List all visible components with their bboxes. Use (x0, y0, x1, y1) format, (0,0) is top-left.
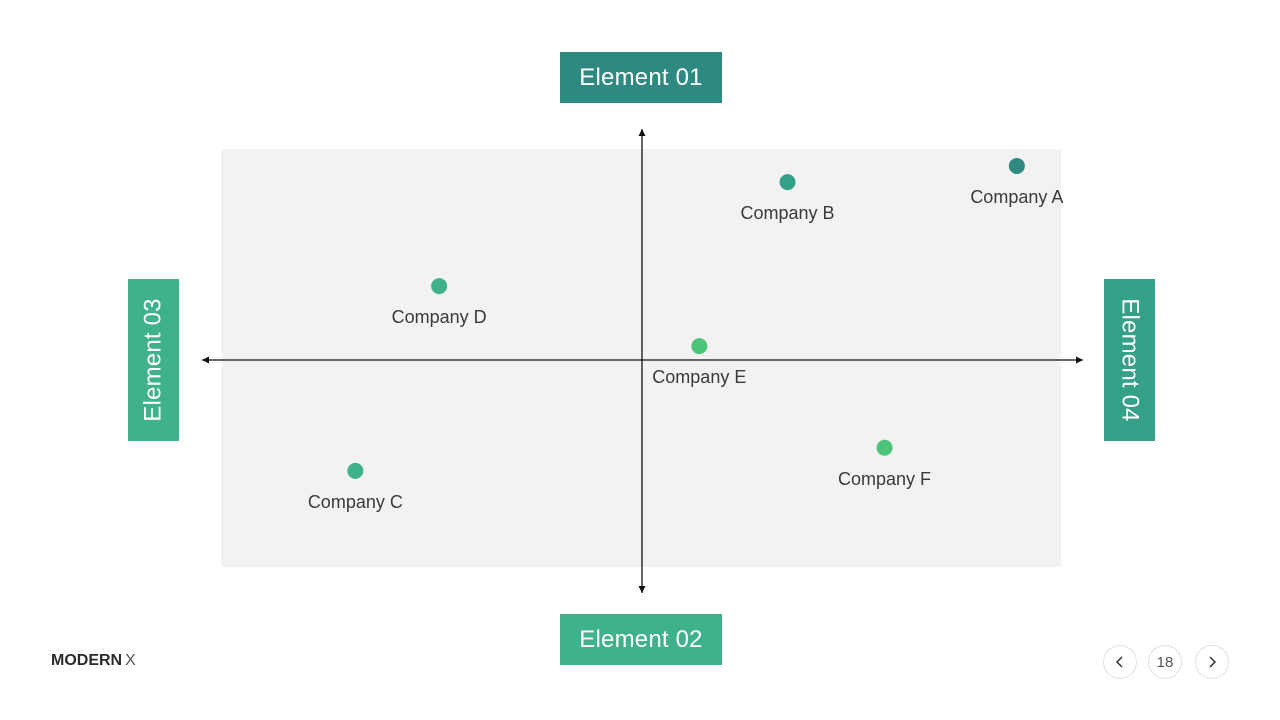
data-label-company-a: Company A (970, 187, 1063, 207)
right-arrowhead (1076, 356, 1083, 364)
data-label-company-b: Company B (741, 203, 835, 223)
element-02-label: Element 02 (560, 614, 722, 665)
points-layer: Company A Company B Company C Company D Comp… (308, 157, 1063, 512)
element-01-label: Element 01 (560, 52, 722, 103)
data-label-company-f: Company F (838, 469, 931, 489)
data-label-company-d: Company D (392, 307, 487, 327)
page-number: 18 (1148, 645, 1182, 679)
data-point-company-e (691, 338, 708, 355)
chevron-right-icon (1209, 656, 1217, 668)
top-arrowhead (638, 129, 646, 136)
quadrant-background (221, 149, 1061, 567)
element-03-label: Element 03 (128, 279, 179, 441)
next-slide-button[interactable] (1195, 645, 1229, 679)
element-04-label: Element 04 (1104, 279, 1155, 441)
data-point-company-a (1008, 157, 1025, 174)
data-label-company-c: Company C (308, 492, 403, 512)
left-arrowhead (202, 356, 209, 364)
y-axis (638, 129, 646, 593)
prev-slide-button[interactable] (1103, 645, 1137, 679)
chevron-left-icon (1115, 656, 1123, 668)
data-point-company-d (431, 278, 448, 295)
data-label-company-e: Company E (652, 367, 746, 387)
data-point-company-f (876, 439, 893, 456)
bottom-arrowhead (638, 586, 646, 593)
data-point-company-c (347, 462, 364, 479)
data-point-company-b (779, 174, 796, 191)
